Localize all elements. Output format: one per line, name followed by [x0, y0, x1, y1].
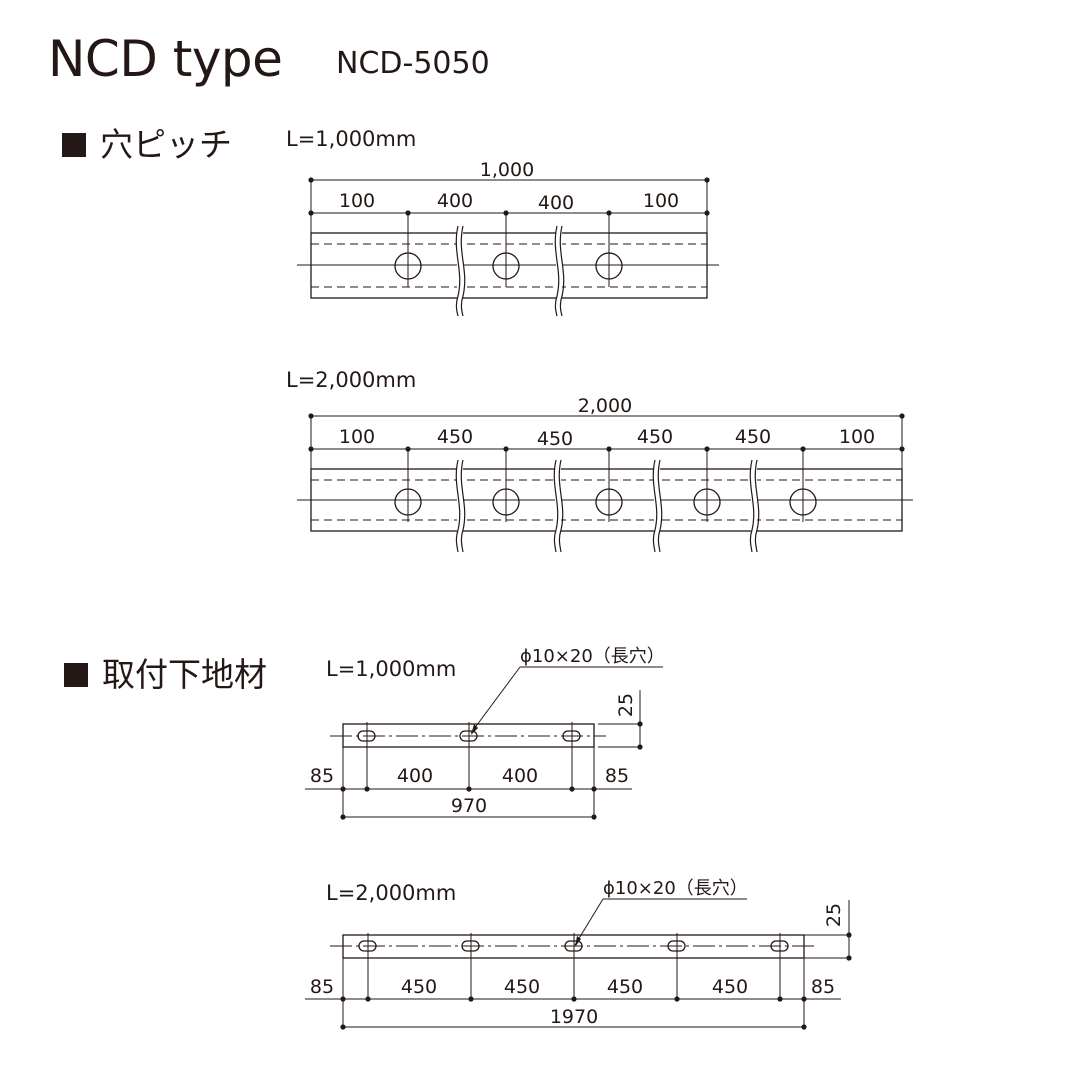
dim-pitch-4: 85	[605, 765, 629, 787]
dim-height: 25	[823, 903, 845, 927]
dim-pitch-6: 100	[839, 426, 875, 448]
break-mark-icon	[553, 459, 564, 553]
base-l2000-drawing: ϕ10×20（長穴） 25 85 450 450 450	[305, 878, 852, 1030]
dim-pitch-1: 100	[339, 190, 375, 212]
hole-pitch-l2000-drawing: 2,000 100 450 450 450 450 100	[297, 395, 913, 553]
dim-pitch-4: 450	[607, 976, 643, 998]
dim-pitch-1: 100	[339, 426, 375, 448]
dim-pitch-2: 450	[401, 976, 437, 998]
dim-total: 1970	[550, 1006, 598, 1028]
base-l1000-drawing: ϕ10×20（長穴） 25 85 400 400 85 970	[305, 646, 665, 820]
model-number: NCD-5050	[336, 46, 490, 81]
dim-total: 970	[451, 795, 487, 817]
dim-pitch-4: 450	[637, 426, 673, 448]
dim-pitch-2: 400	[437, 190, 473, 212]
hole-pitch-l1000-label: L=1,000mm	[286, 127, 417, 151]
break-mark-icon	[749, 459, 760, 553]
section-base-heading: 取付下地材	[64, 648, 267, 696]
dim-total: 1,000	[480, 159, 534, 181]
dim-pitch-3: 400	[502, 765, 538, 787]
dim-total: 2,000	[578, 395, 632, 417]
square-bullet-icon	[62, 133, 86, 157]
hole-note: ϕ10×20（長穴）	[603, 878, 748, 899]
dim-height: 25	[615, 693, 637, 717]
dim-pitch-3: 400	[538, 192, 574, 214]
break-mark-icon	[554, 225, 565, 317]
dim-pitch-2: 450	[437, 426, 473, 448]
page-title: NCD type	[48, 30, 283, 88]
dim-pitch-2: 400	[397, 765, 433, 787]
dim-pitch-6: 85	[811, 976, 835, 998]
base-l1000-label: L=1,000mm	[326, 657, 457, 681]
break-mark-icon	[455, 225, 466, 317]
hole-note: ϕ10×20（長穴）	[520, 646, 665, 667]
hole-pitch-l1000-drawing: 1,000 100 400 400 100	[297, 159, 719, 317]
dim-pitch-3: 450	[504, 976, 540, 998]
dim-pitch-4: 100	[643, 190, 679, 212]
section-hole-pitch-heading: 穴ピッチ	[62, 118, 232, 166]
square-bullet-icon	[64, 663, 88, 687]
break-mark-icon	[455, 459, 466, 553]
section-base-title: 取付下地材	[102, 655, 267, 694]
dim-pitch-3: 450	[537, 428, 573, 450]
dim-pitch-1: 85	[310, 976, 334, 998]
break-mark-icon	[652, 459, 663, 553]
dim-pitch-1: 85	[310, 765, 334, 787]
section-hole-pitch-title: 穴ピッチ	[100, 125, 232, 164]
dim-pitch-5: 450	[712, 976, 748, 998]
base-l2000-label: L=2,000mm	[326, 881, 457, 905]
hole-pitch-l2000-label: L=2,000mm	[286, 368, 417, 392]
dim-pitch-5: 450	[735, 426, 771, 448]
